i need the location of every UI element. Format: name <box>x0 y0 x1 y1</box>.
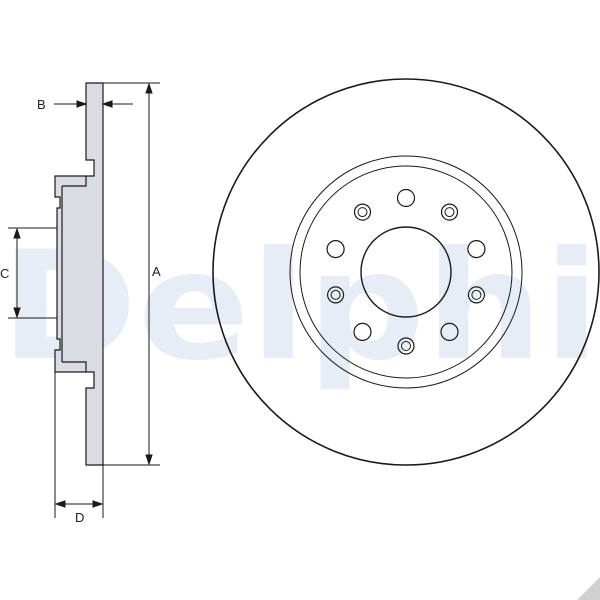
stud-hole <box>326 240 345 259</box>
dimension-a <box>103 82 160 466</box>
disc-cross-section <box>54 82 104 466</box>
hat-inner-ring <box>299 165 513 379</box>
dimension-a-label: A <box>152 264 161 279</box>
dimension-c-label: C <box>0 266 9 281</box>
center-bore <box>360 226 452 318</box>
stud-hole <box>353 322 372 341</box>
dimension-b <box>54 100 133 108</box>
disc-outer-edge <box>212 78 600 466</box>
dimension-b-label: B <box>37 97 46 112</box>
side-section-view <box>54 82 104 466</box>
hat-outer-ring <box>289 155 523 389</box>
threaded-hole <box>327 286 345 304</box>
stud-hole <box>467 240 486 259</box>
front-view <box>212 78 600 466</box>
hub-step-bottom <box>62 361 87 372</box>
dimension-d <box>54 372 104 518</box>
threaded-hole <box>353 203 372 221</box>
stud-hole <box>396 188 416 208</box>
threaded-hole <box>440 203 459 221</box>
threaded-hole <box>467 286 485 304</box>
threaded-hole-inner <box>401 341 411 351</box>
threaded-hole-inner <box>357 207 368 218</box>
threaded-hole-inner <box>471 289 482 300</box>
hub-step-top <box>62 176 87 187</box>
bolt-hole-group <box>326 188 486 355</box>
dimension-d-label: D <box>75 510 84 525</box>
corner-mark-icon <box>577 577 600 600</box>
threaded-hole <box>397 337 415 355</box>
stud-hole <box>440 322 459 341</box>
dimension-c <box>8 227 57 319</box>
threaded-hole-inner <box>444 207 455 218</box>
threaded-hole-inner <box>330 289 341 300</box>
